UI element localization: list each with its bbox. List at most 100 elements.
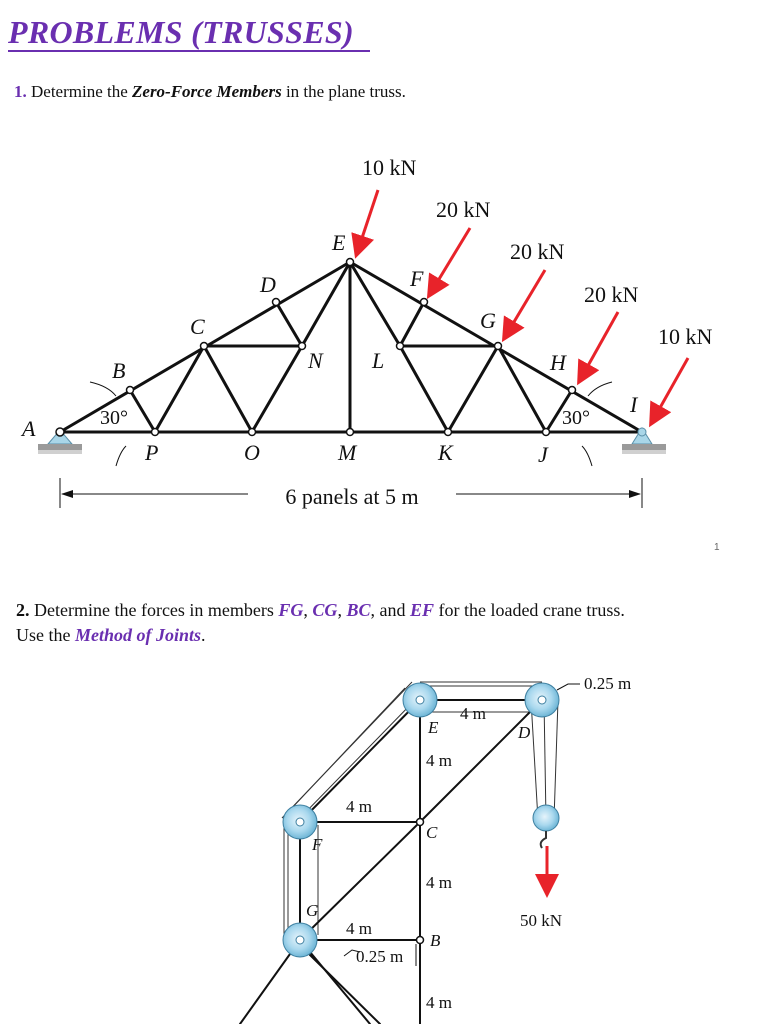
- joint-label-E: E: [331, 230, 346, 255]
- crane-member-CD: [419, 699, 543, 823]
- joint-label-F: F: [409, 266, 424, 291]
- dim-lower-pulley-radius: 0.25 m: [356, 947, 403, 966]
- method-name: Method of Joints: [74, 625, 202, 645]
- sep-1: ,: [303, 600, 313, 620]
- pin-J: [541, 427, 551, 437]
- pin-G: [493, 341, 503, 351]
- member-HJ: [544, 388, 574, 434]
- pulley-F: [282, 804, 318, 840]
- problem-1-number: 1.: [14, 82, 27, 101]
- crane-leaders: [343, 683, 580, 966]
- load-arrow-H: [577, 311, 620, 386]
- problem-1-text-after: in the plane truss.: [281, 82, 406, 101]
- joint-label-P: P: [144, 440, 158, 465]
- pin-H: [567, 385, 577, 395]
- pin-F: [419, 297, 429, 307]
- joint-label-N: N: [307, 348, 324, 373]
- support-left-pin: [38, 427, 82, 454]
- page-number: 1: [714, 542, 720, 553]
- page-title: PROBLEMS (TRUSSES): [8, 14, 354, 50]
- angle-label-left: 30°: [100, 407, 128, 429]
- joint-label-D: D: [259, 272, 276, 297]
- member-BP: [128, 388, 157, 434]
- load-arrows: [351, 189, 690, 428]
- joint-label-L: L: [371, 348, 384, 373]
- truss-figure: 30° 30° A B C D E F G H I J K L M N O P …: [20, 155, 713, 509]
- crane-figure: 0.25 m 4 m E D 4 m 4 m C F 4 m G 50 kN 4…: [239, 674, 631, 1024]
- support-right-roller: [622, 427, 666, 454]
- pulley-E: [402, 682, 438, 718]
- member-ref-CG: CG: [312, 600, 338, 620]
- joint-label-K: K: [437, 440, 454, 465]
- load-arrow-G: [501, 269, 547, 343]
- load-arrow-E: [351, 189, 380, 259]
- pulley-G: [282, 922, 318, 958]
- load-arrow-F: [426, 227, 472, 300]
- member-FL: [398, 300, 426, 348]
- member-DN: [274, 300, 304, 348]
- truss-members: [58, 260, 644, 434]
- angle-arrows: [89, 381, 613, 467]
- crane-label-D: D: [517, 723, 531, 742]
- truss-pins: [125, 257, 577, 437]
- joint-label-G: G: [480, 308, 496, 333]
- sep-3: , and: [370, 600, 410, 620]
- dim-C-B: 4 m: [426, 873, 452, 892]
- member-LK: [398, 344, 450, 434]
- member-ref-BC: BC: [346, 600, 371, 620]
- load-label-H: 20 kN: [584, 282, 639, 307]
- sep-2: ,: [337, 600, 347, 620]
- problem-2-line-1: 2. Determine the forces in members FG, C…: [16, 598, 756, 623]
- crane-member-G-boom-2: [299, 939, 371, 1024]
- joint-label-M: M: [337, 440, 358, 465]
- crane-cables: [281, 681, 559, 940]
- joint-label-O: O: [244, 440, 260, 465]
- crane-members: [239, 699, 543, 1024]
- problem-2-statement: 2. Determine the forces in members FG, C…: [16, 598, 756, 648]
- joint-label-J: J: [538, 442, 549, 467]
- crane-pin-C: [415, 817, 425, 827]
- crane-label-B: B: [430, 931, 441, 950]
- load-label-E: 10 kN: [362, 155, 417, 180]
- crane-pins: [415, 817, 425, 945]
- crane-label-G: G: [306, 901, 318, 920]
- problem-2-text-after: for the loaded crane truss.: [433, 600, 625, 620]
- joint-label-A: A: [20, 416, 36, 441]
- load-label-I: 10 kN: [658, 324, 713, 349]
- problem-2-line-2-after: .: [201, 625, 206, 645]
- span-label: 6 panels at 5 m: [285, 484, 418, 509]
- joint-label-C: C: [190, 314, 205, 339]
- dim-ED: 4 m: [460, 704, 486, 723]
- member-CO: [202, 344, 254, 434]
- hook-block: [532, 804, 560, 849]
- pin-P: [150, 427, 160, 437]
- pin-L: [395, 341, 405, 351]
- member-NO: [250, 344, 304, 434]
- problem-2-line-2-before: Use the: [16, 625, 75, 645]
- load-label-F: 20 kN: [436, 197, 491, 222]
- crane-member-EF: [299, 699, 421, 823]
- member-EN: [300, 260, 352, 348]
- problem-2-line-2: Use the Method of Joints.: [16, 623, 756, 648]
- joint-label-I: I: [629, 392, 639, 417]
- pulley-D: [524, 682, 560, 718]
- pin-B: [125, 385, 135, 395]
- problem-2-number: 2.: [16, 600, 30, 620]
- pin-M: [345, 427, 355, 437]
- title-underline: [8, 50, 370, 52]
- joint-label-B: B: [112, 358, 125, 383]
- problem-2-text-before: Determine the forces in members: [29, 600, 279, 620]
- angle-label-right: 30°: [562, 407, 590, 429]
- crane-label-E: E: [427, 718, 439, 737]
- joint-label-H: H: [549, 350, 567, 375]
- dim-G-B: 4 m: [346, 919, 372, 938]
- crane-label-F: F: [311, 835, 323, 854]
- member-GK: [446, 344, 500, 434]
- pin-K: [443, 427, 453, 437]
- load-arrow-I: [649, 357, 690, 428]
- dim-E-C: 4 m: [426, 751, 452, 770]
- crane-load-label: 50 kN: [520, 911, 562, 930]
- span-dimension: [59, 478, 643, 508]
- crane-pin-B: [415, 935, 425, 945]
- problem-1-emphasis: Zero-Force Members: [132, 82, 282, 101]
